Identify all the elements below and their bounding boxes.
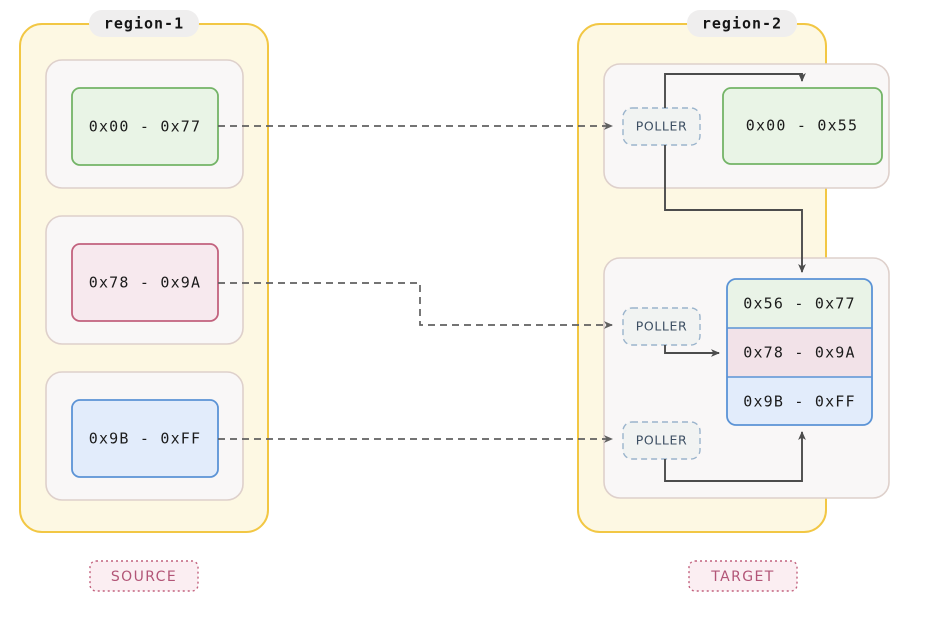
target-stack-label-green: 0x56 - 0x77 (743, 295, 856, 313)
flow-poller1-to-block-0x00-0x55 (664, 73, 806, 108)
legend-source-label: SOURCE (111, 569, 177, 585)
poller-2-box[interactable] (622, 307, 701, 346)
legend-source-box (89, 560, 199, 592)
legend-target-box (688, 560, 798, 592)
region-2-container[interactable]: region-2 0x00 - 0x55 POLLER (577, 10, 890, 533)
legend-source[interactable]: SOURCE (89, 560, 199, 592)
poller-1-label: POLLER (636, 119, 688, 134)
target-stack[interactable]: 0x56 - 0x77 0x78 - 0x9A 0x9B - 0xFF (726, 278, 873, 426)
target-block-green-top-label: 0x00 - 0x55 (746, 117, 859, 135)
source-block-green-label: 0x00 - 0x77 (89, 118, 202, 136)
source-block-pink-label: 0x78 - 0x9A (89, 274, 202, 292)
poller-2-label: POLLER (636, 319, 688, 334)
target-stack-label-blue: 0x9B - 0xFF (743, 393, 856, 411)
flow-poller1-to-block-0x56-0x77 (664, 145, 806, 273)
region-1-container[interactable]: region-1 0x00 - 0x77 0x78 - 0x9A 0x9B - … (19, 10, 269, 533)
target-stack-label-pink: 0x78 - 0x9A (743, 344, 856, 362)
flow-poller2-to-block-0x78-0x9A (664, 345, 720, 357)
target-block-green-top[interactable] (722, 87, 883, 165)
legend-target[interactable]: TARGET (688, 560, 798, 592)
flow-poller3-to-block-0x9B-0xFF (664, 431, 806, 482)
poller-3-label: POLLER (636, 433, 688, 448)
dashed-flow-layer (218, 122, 613, 443)
source-group-2[interactable]: 0x78 - 0x9A (45, 215, 244, 345)
solid-flow-layer (664, 73, 806, 482)
target-stack-band-green[interactable] (727, 279, 872, 328)
legend-target-label: TARGET (710, 569, 774, 585)
poller-1-box[interactable] (622, 107, 701, 146)
target-stack-outline (726, 278, 873, 426)
source-group-3[interactable]: 0x9B - 0xFF (45, 371, 244, 501)
region-1-label: region-1 (104, 15, 184, 33)
poller-3-box[interactable] (622, 421, 701, 460)
target-stack-band-pink[interactable] (727, 328, 872, 377)
target-group-bottom[interactable]: 0x56 - 0x77 0x78 - 0x9A 0x9B - 0xFF POLL… (603, 257, 890, 499)
source-group-1[interactable]: 0x00 - 0x77 (45, 59, 244, 189)
flow-pink-to-poller2 (218, 282, 613, 329)
region-2-label-pill (687, 10, 797, 37)
target-stack-band-blue[interactable] (727, 377, 872, 425)
region-2-label: region-2 (702, 15, 782, 33)
region-1-label-pill (89, 10, 199, 37)
target-group-top[interactable]: 0x00 - 0x55 POLLER (603, 63, 890, 189)
source-block-blue-label: 0x9B - 0xFF (89, 430, 202, 448)
